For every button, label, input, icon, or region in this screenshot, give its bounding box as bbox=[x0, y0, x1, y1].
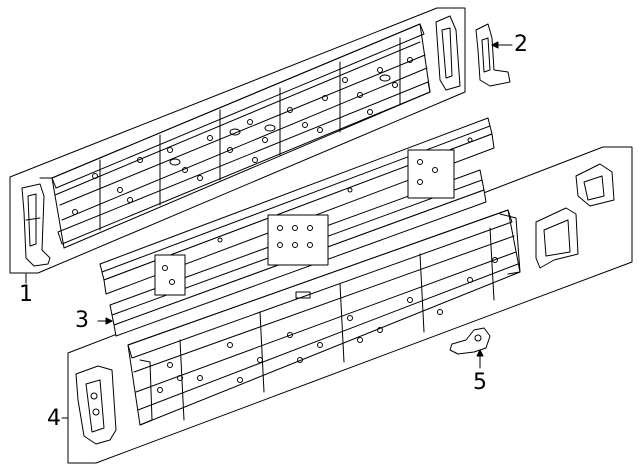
part-2-bracket bbox=[475, 23, 511, 87]
leader-lines bbox=[25, 41, 513, 419]
group-outline-upper bbox=[9, 7, 466, 274]
callout-3: 3 bbox=[75, 308, 89, 333]
part-4-bracket bbox=[75, 365, 117, 445]
upper-rail-panel bbox=[39, 23, 431, 249]
upper-panel-holes bbox=[72, 57, 413, 215]
arrow-3 bbox=[105, 317, 113, 325]
arrow-2 bbox=[491, 41, 499, 49]
arrow-5 bbox=[476, 349, 484, 357]
callout-4: 4 bbox=[47, 406, 61, 431]
upper-right-bracket bbox=[435, 15, 461, 91]
part-5-clip bbox=[449, 327, 491, 355]
callout-5: 5 bbox=[473, 370, 487, 395]
lower-rail-panel bbox=[127, 209, 521, 426]
part-1-bracket bbox=[21, 183, 51, 267]
group-outline-lower bbox=[67, 146, 633, 464]
middle-rail bbox=[99, 117, 495, 337]
middle-rail-holes bbox=[162, 137, 473, 285]
callout-2: 2 bbox=[514, 32, 528, 57]
lower-right-brackets bbox=[535, 163, 615, 269]
callout-1: 1 bbox=[19, 282, 33, 307]
lower-panel-holes bbox=[157, 257, 498, 393]
